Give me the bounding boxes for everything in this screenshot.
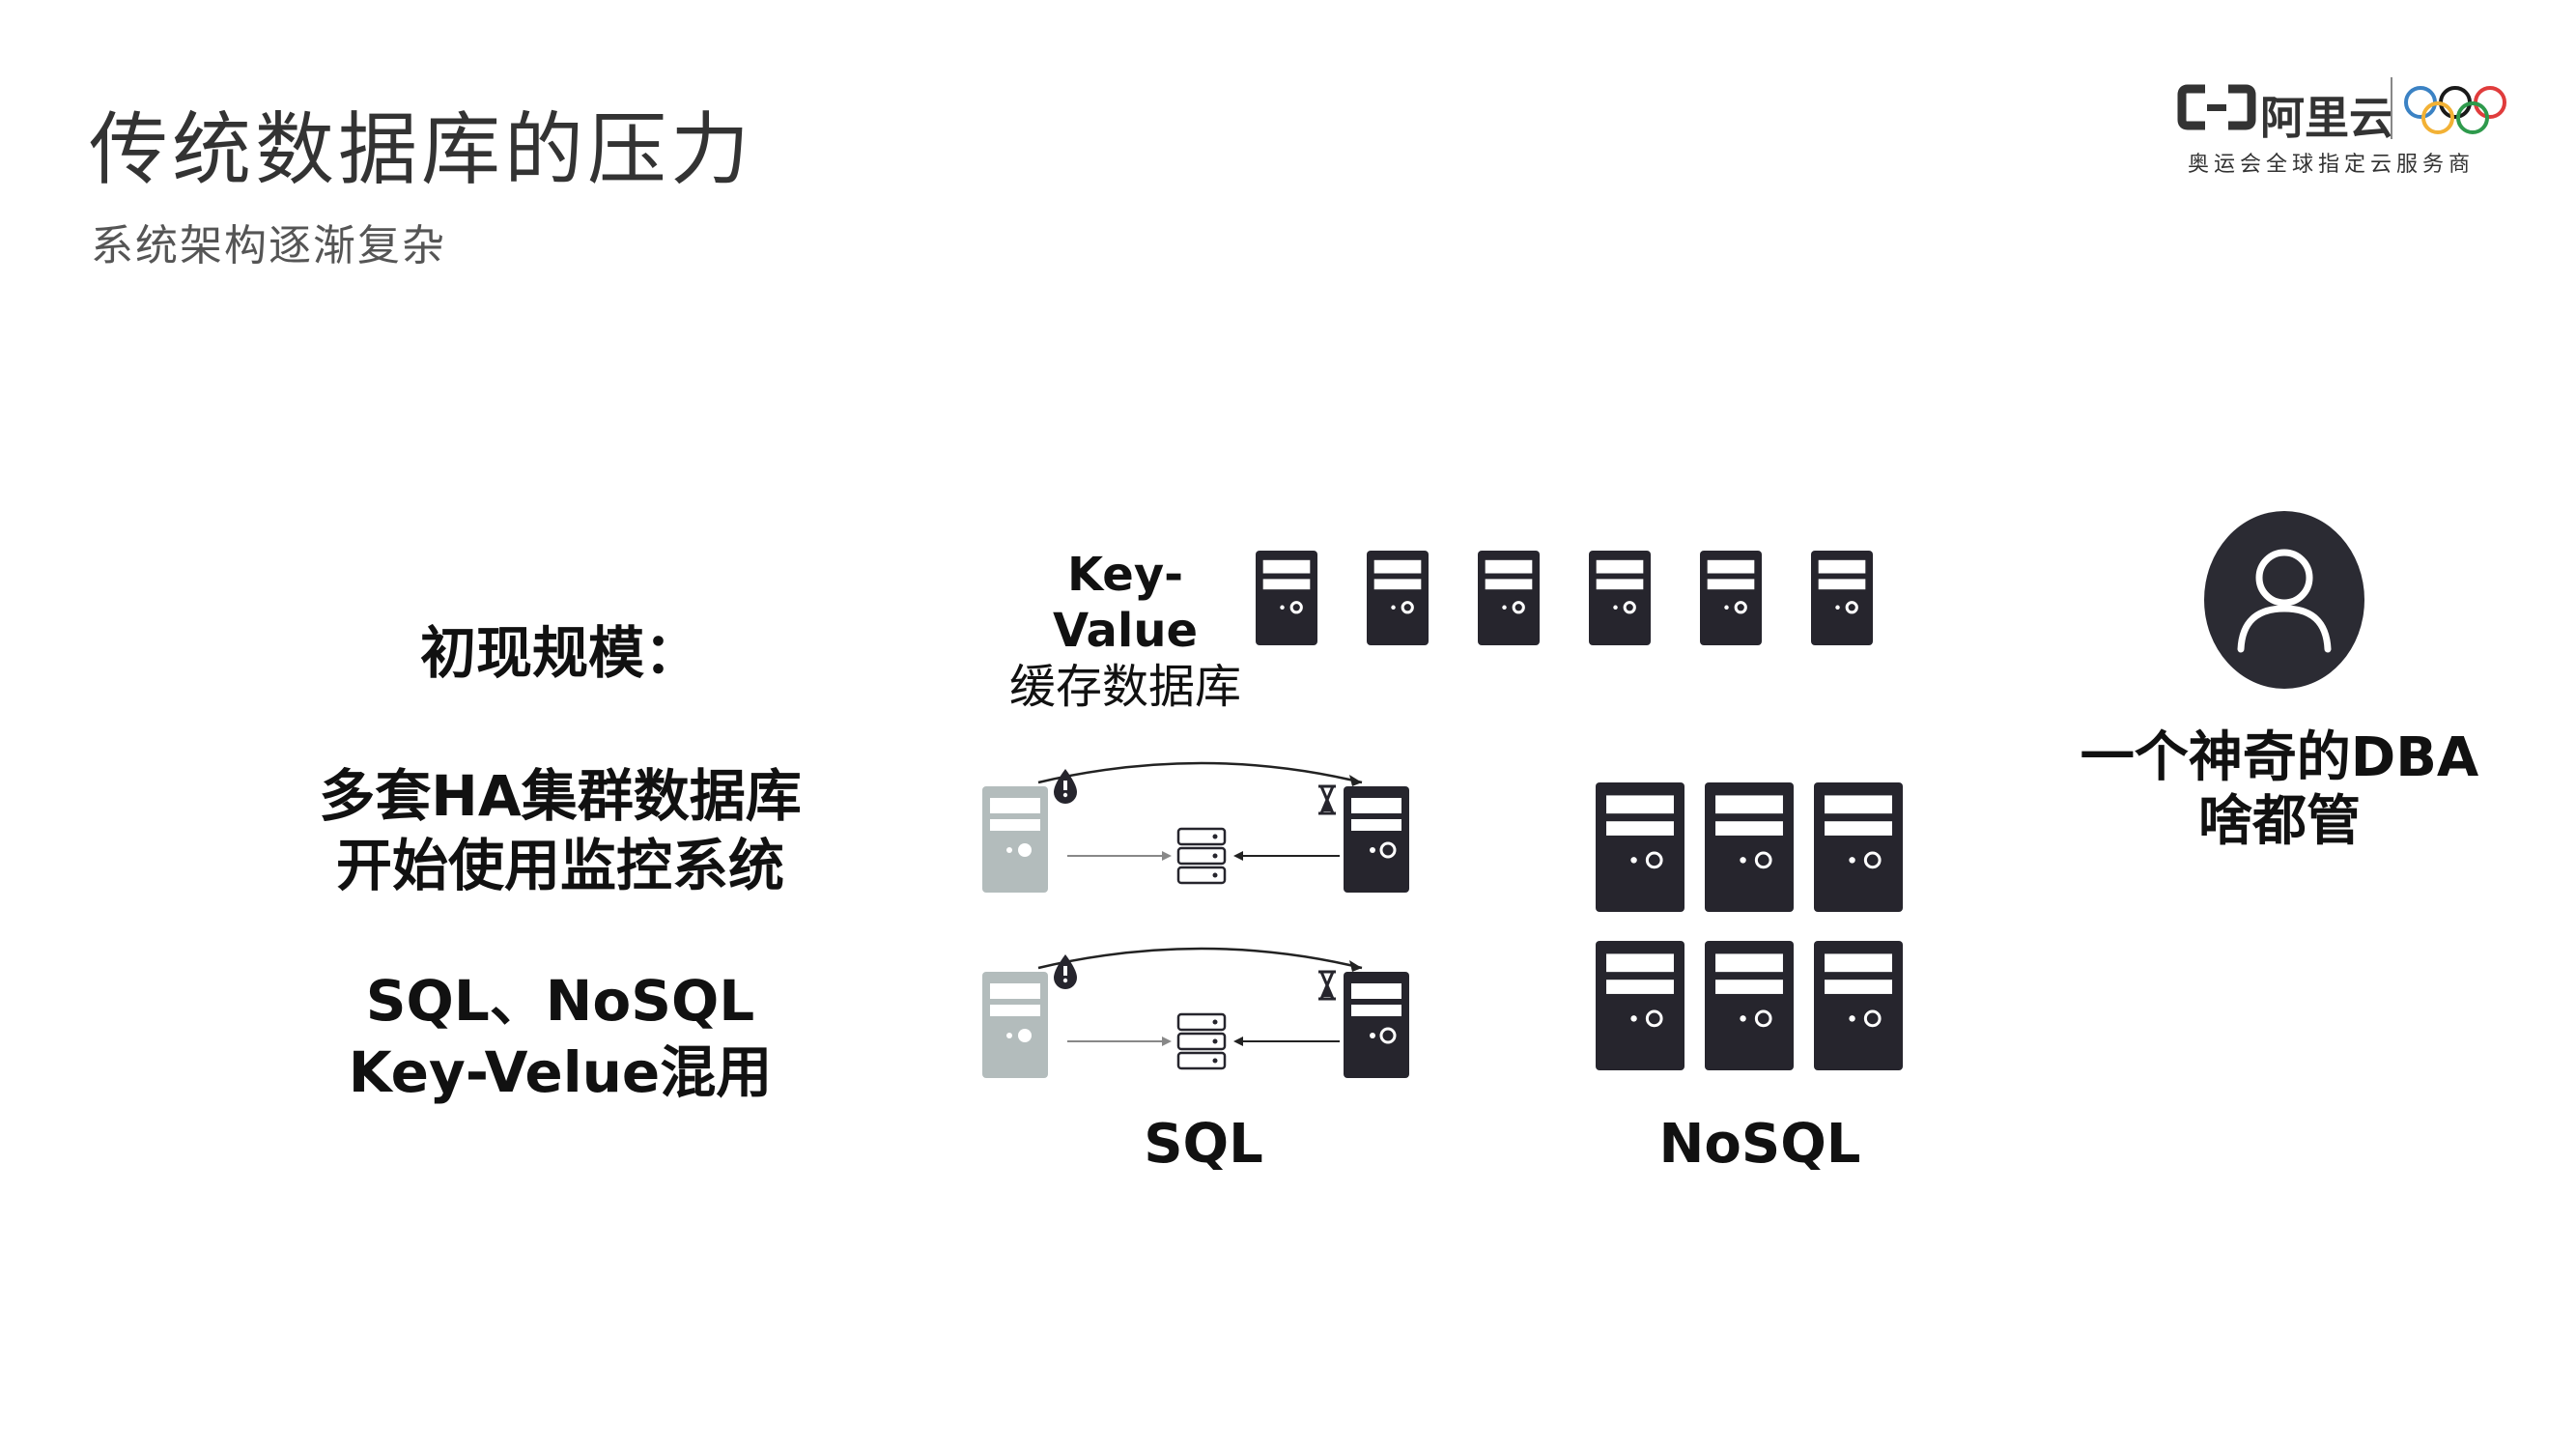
server-icon bbox=[1367, 551, 1429, 645]
logo-brand: 阿里云 bbox=[2260, 92, 2393, 144]
key-velue-text: Key-Velue混用 bbox=[348, 1039, 773, 1105]
standby-server-icon bbox=[982, 972, 1048, 1078]
hourglass-icon bbox=[1318, 784, 1336, 815]
nosql-servers bbox=[1596, 782, 1903, 1070]
page-title: 传统数据库的压力 bbox=[89, 104, 754, 196]
scale-heading: 初现规模： bbox=[419, 620, 700, 686]
server-icon bbox=[1705, 782, 1794, 912]
nosql-caption: NoSQL bbox=[1658, 1113, 1861, 1176]
dba-label: 一个神奇的DBA 啥都管 bbox=[2057, 726, 2502, 854]
sql-ha-cluster-1 bbox=[982, 761, 1409, 893]
ha-cluster-text: 多套HA集群数据库 bbox=[319, 763, 802, 829]
server-icon bbox=[1589, 551, 1651, 645]
kv-cache-servers bbox=[1256, 551, 1873, 645]
monitor-stack-icon bbox=[1176, 1012, 1227, 1070]
hourglass-icon bbox=[1318, 970, 1336, 1001]
kv-label-en: Key-Value bbox=[1052, 548, 1199, 658]
server-icon bbox=[1705, 941, 1794, 1070]
logo-divider bbox=[2391, 77, 2392, 139]
dba-line2: 啥都管 bbox=[2198, 790, 2361, 853]
page-subtitle: 系统架构逐渐复杂 bbox=[91, 221, 446, 270]
standby-server-icon bbox=[982, 786, 1048, 893]
user-avatar-icon bbox=[2204, 511, 2364, 689]
olympic-rings-icon bbox=[2404, 86, 2506, 134]
monitor-stack-icon bbox=[1176, 827, 1227, 885]
sql-caption: SQL bbox=[1144, 1113, 1263, 1176]
sql-nosql-text: SQL、NoSQL bbox=[365, 968, 755, 1034]
server-icon bbox=[1596, 941, 1684, 1070]
primary-server-icon bbox=[1344, 972, 1409, 1078]
monitoring-text: 开始使用监控系统 bbox=[335, 833, 784, 898]
alibaba-cloud-logo-icon bbox=[2177, 84, 2256, 130]
primary-server-icon bbox=[1344, 786, 1409, 893]
server-icon bbox=[1814, 782, 1903, 912]
server-icon bbox=[1478, 551, 1540, 645]
server-icon bbox=[1256, 551, 1317, 645]
server-icon bbox=[1700, 551, 1762, 645]
server-icon bbox=[1814, 941, 1903, 1070]
kv-label: Key-Value 缓存数据库 bbox=[1005, 547, 1246, 715]
dba-line1: 一个神奇的DBA bbox=[2080, 726, 2479, 789]
server-icon bbox=[1596, 782, 1684, 912]
sql-ha-cluster-2 bbox=[982, 947, 1409, 1078]
kv-label-cn: 缓存数据库 bbox=[1008, 660, 1241, 714]
server-icon bbox=[1811, 551, 1873, 645]
logo-tagline: 奥运会全球指定云服务商 bbox=[2188, 153, 2476, 177]
